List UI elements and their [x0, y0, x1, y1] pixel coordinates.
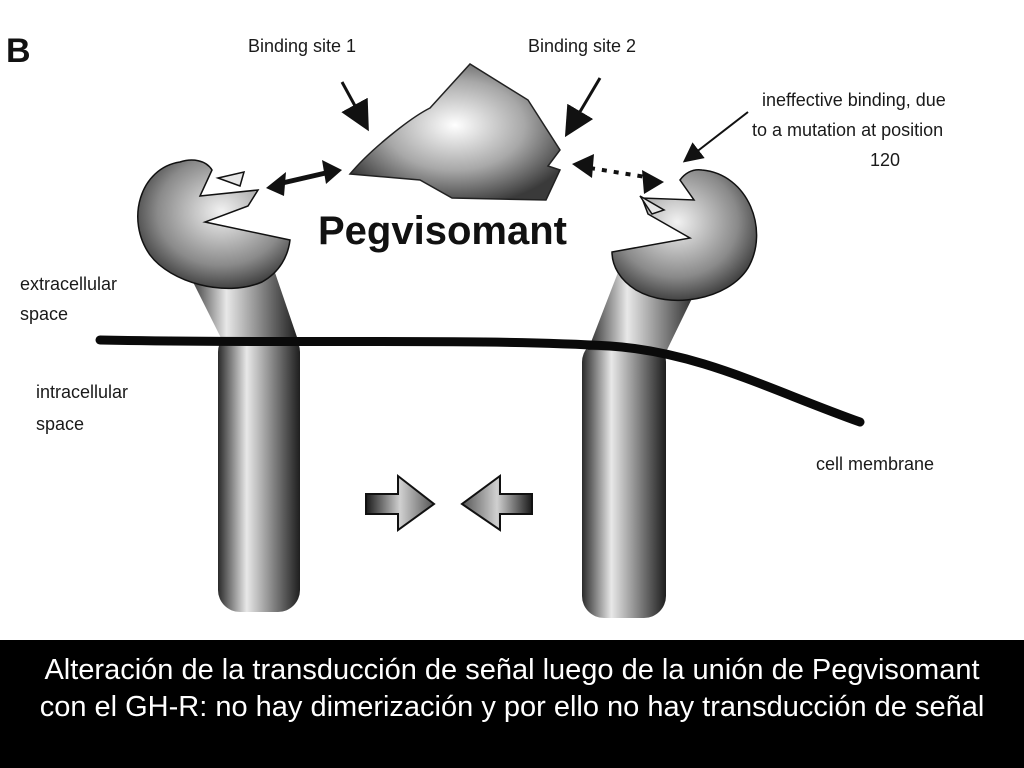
binding-site-2-label: Binding site 2 — [528, 36, 636, 56]
right-ineffective-double-arrow — [572, 154, 664, 194]
left-binding-notch — [215, 170, 246, 187]
pegvisomant-molecule — [348, 63, 562, 201]
ineffective-binding-pointer — [682, 111, 749, 163]
right-receptor — [582, 169, 758, 618]
slide-caption: Alteración de la transducción de señal l… — [0, 640, 1024, 768]
ineffective-binding-label-line3: 120 — [870, 150, 900, 170]
pegvisomant-label: Pegvisomant — [318, 209, 567, 253]
right-pointing-arrow — [365, 473, 436, 532]
cell-membrane-line — [95, 335, 865, 427]
cell-membrane-label: cell membrane — [816, 454, 934, 474]
right-binding-notch — [639, 195, 666, 215]
left-pointing-arrow — [460, 474, 533, 532]
left-binding-double-arrow — [266, 160, 342, 196]
extracellular-space-label-line2: space — [20, 304, 68, 324]
panel-letter: B — [6, 32, 31, 70]
intracellular-space-label-line2: space — [36, 414, 84, 434]
ineffective-binding-label-line1: ineffective binding, due — [762, 90, 946, 110]
binding-site-2-pointer — [564, 77, 602, 138]
right-receptor-head — [611, 169, 758, 302]
intracellular-space-label-line1: intracellular — [36, 382, 128, 402]
left-receptor — [137, 159, 300, 612]
binding-site-1-pointer — [340, 81, 369, 132]
ineffective-binding-label-line2: to a mutation at position — [752, 120, 943, 140]
left-receptor-head — [137, 159, 291, 290]
left-receptor-stem — [218, 330, 300, 612]
right-receptor-stem — [582, 340, 666, 618]
extracellular-space-label-line1: extracellular — [20, 274, 117, 294]
receptor-binding-diagram: B — [6, 32, 946, 618]
binding-site-1-label: Binding site 1 — [248, 36, 356, 56]
